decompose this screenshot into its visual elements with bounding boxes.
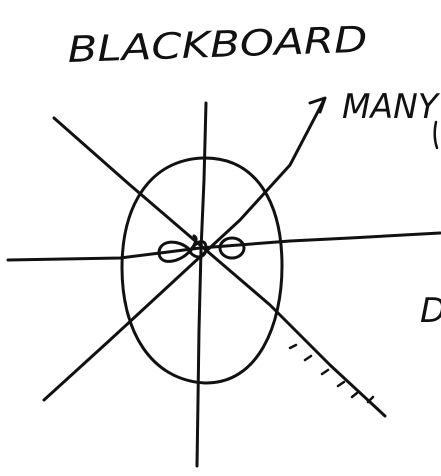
diagonal-line-descending: [54, 118, 385, 416]
title-text: BLACKBOARD: [67, 20, 368, 71]
label-d: D: [420, 291, 441, 331]
label-many: MANY: [342, 87, 440, 127]
small-circle-right: [220, 238, 244, 258]
